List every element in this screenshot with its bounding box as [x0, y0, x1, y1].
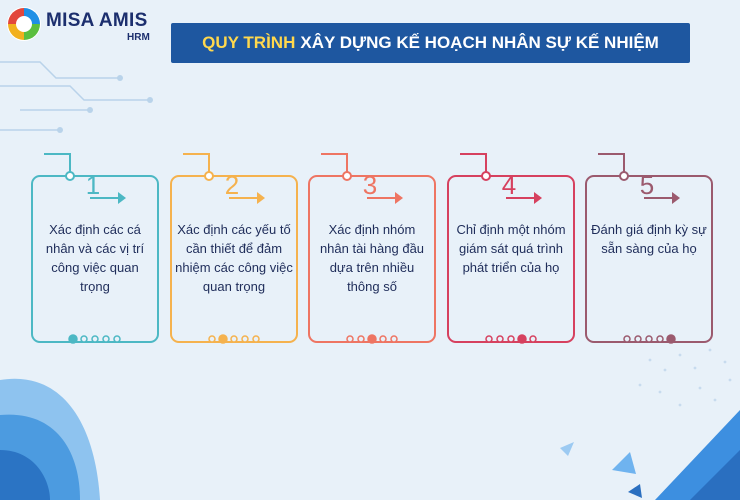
brand-logo: MISA AMIS HRM: [6, 6, 166, 50]
connector-line: [598, 153, 625, 172]
connector-node: [619, 171, 629, 181]
progress-dot: [485, 335, 493, 343]
progress-dot: [102, 335, 110, 343]
connector-node: [481, 171, 491, 181]
progress-dot: [357, 335, 365, 343]
step-number: 5: [639, 170, 655, 200]
progress-dot: [208, 335, 216, 343]
connector-line: [460, 153, 487, 172]
connector-node: [204, 171, 214, 181]
progress-dot: [230, 335, 238, 343]
progress-dot: [252, 335, 260, 343]
frame-border: [585, 175, 713, 343]
connector-line: [321, 153, 348, 172]
progress-dot: [529, 335, 537, 343]
connector-line: [44, 153, 71, 172]
progress-dot: [91, 335, 99, 343]
title-rest: XÂY DỰNG KẾ HOẠCH NHÂN SỰ KẾ NHIỆM: [300, 33, 659, 52]
step-frame: [585, 153, 713, 344]
step-description: Xác định các cá nhân và các vị trí công …: [45, 222, 145, 294]
progress-dot: [390, 335, 398, 343]
step-card-1: 1 Xác định các cá nhân và các vị trí côn…: [30, 153, 160, 346]
progress-dot: [346, 335, 354, 343]
progress-dot: [68, 334, 78, 344]
step-number: 3: [362, 170, 378, 200]
connector-node: [342, 171, 352, 181]
step-card-4: 4 Chỉ định một nhóm giám sát quá trình p…: [446, 153, 576, 346]
step-description: Đánh giá định kỳ sự sẵn sàng của họ: [591, 222, 707, 256]
arrow-icon: [534, 192, 542, 204]
step-frame: [447, 153, 575, 344]
circuit-lines: [0, 61, 150, 131]
arrow-icon: [395, 192, 403, 204]
connector-line: [183, 153, 210, 172]
progress-dot: [645, 335, 653, 343]
step-description: Xác định các yếu tố cần thiết để đảm nhi…: [175, 222, 293, 294]
progress-dot: [507, 335, 515, 343]
progress-dot: [367, 334, 377, 344]
step-description: Chỉ định một nhóm giám sát quá trình phá…: [456, 222, 566, 275]
step-number: 1: [85, 170, 101, 200]
progress-dot: [623, 335, 631, 343]
step-card-3: 3 Xác định nhóm nhân tài hàng đầu dựa tr…: [307, 153, 437, 346]
brand-subtitle: HRM: [127, 32, 150, 43]
connector-node: [65, 171, 75, 181]
progress-dot: [496, 335, 504, 343]
progress-dot: [80, 335, 88, 343]
arrow-icon: [257, 192, 265, 204]
progress-dot: [113, 335, 121, 343]
step-card-2: 2 Xác định các yếu tố cần thiết để đảm n…: [169, 153, 299, 346]
page-title: QUY TRÌNH XÂY DỰNG KẾ HOẠCH NHÂN SỰ KẾ N…: [171, 23, 690, 63]
step-card-5: 5 Đánh giá định kỳ sự sẵn sàng của họ: [584, 153, 714, 346]
step-number: 2: [224, 170, 240, 200]
wave-shape: [0, 378, 100, 500]
step-frame: [170, 153, 298, 344]
progress-dot: [517, 334, 527, 344]
dot-pattern: [638, 348, 732, 407]
progress-dot: [666, 334, 676, 344]
step-frame: [308, 153, 436, 344]
step-number: 4: [501, 170, 517, 200]
triangle-shape: [655, 410, 740, 500]
progress-dot: [218, 334, 228, 344]
progress-dot: [379, 335, 387, 343]
step-frame: [31, 153, 159, 344]
progress-dot: [241, 335, 249, 343]
arrow-icon: [118, 192, 126, 204]
step-description: Xác định nhóm nhân tài hàng đầu dựa trên…: [319, 222, 425, 294]
progress-dot: [634, 335, 642, 343]
title-highlight: QUY TRÌNH: [202, 33, 296, 52]
progress-dot: [656, 335, 664, 343]
arrow-icon: [672, 192, 680, 204]
logo-icon: [7, 7, 41, 41]
brand-name: MISA AMIS: [46, 10, 148, 31]
